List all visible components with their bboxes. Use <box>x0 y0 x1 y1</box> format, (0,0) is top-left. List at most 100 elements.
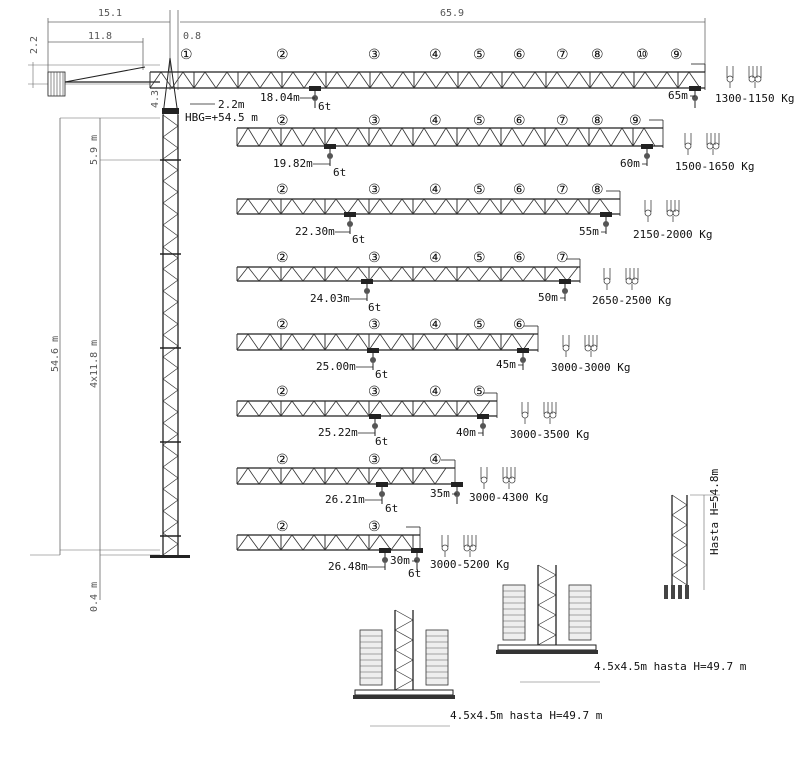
line <box>280 400 293 417</box>
line <box>671 504 688 516</box>
line <box>162 136 179 149</box>
line <box>162 125 179 138</box>
line <box>291 127 304 147</box>
line <box>162 488 179 501</box>
trolley-radius-label: 25.00m <box>316 360 356 373</box>
hook-icons-4 <box>603 268 639 290</box>
line <box>162 290 179 303</box>
jib-length-label: 65.9 <box>440 8 464 19</box>
line <box>204 71 217 89</box>
line <box>401 467 414 485</box>
hook-offset-label: 2.2m <box>218 98 245 111</box>
tip-load-label: 3000-3000 Kg <box>551 361 630 374</box>
line <box>671 554 688 566</box>
section-number: ⑦ <box>556 113 569 129</box>
line <box>412 198 425 215</box>
line <box>324 333 337 351</box>
line <box>335 400 348 417</box>
section-number: ② <box>276 47 289 63</box>
line <box>335 198 348 215</box>
line <box>632 127 645 147</box>
mast-sections-label: 4x11.8 m <box>89 340 100 388</box>
line <box>611 71 624 89</box>
line <box>534 71 547 89</box>
line <box>394 639 414 651</box>
line <box>162 334 179 347</box>
line <box>357 467 370 485</box>
line <box>346 467 359 485</box>
line <box>522 198 535 215</box>
line <box>324 198 337 215</box>
line <box>280 127 293 147</box>
line <box>537 614 557 626</box>
section-number: ⑤ <box>473 317 486 333</box>
line <box>162 455 179 468</box>
section-number: ⑨ <box>629 113 642 129</box>
line <box>545 71 558 89</box>
trolley-5 <box>367 348 379 370</box>
line <box>302 534 315 551</box>
section-number: ③ <box>368 250 381 266</box>
line <box>358 71 371 89</box>
jib-config-7 <box>236 467 455 485</box>
line <box>456 266 469 282</box>
line <box>236 534 249 551</box>
line <box>677 71 690 89</box>
line <box>193 71 206 89</box>
line <box>423 333 436 351</box>
line <box>357 534 370 551</box>
line <box>369 71 382 89</box>
hook-icons-6 <box>521 402 557 424</box>
line <box>236 127 249 147</box>
line <box>269 127 282 147</box>
line <box>478 198 491 215</box>
line <box>236 266 249 282</box>
line <box>291 333 304 351</box>
line <box>456 198 469 215</box>
line <box>434 400 447 417</box>
line <box>226 71 239 89</box>
line <box>302 198 315 215</box>
line <box>391 71 404 89</box>
line <box>479 71 492 89</box>
line <box>445 333 458 351</box>
line <box>500 127 513 147</box>
line <box>555 266 568 282</box>
line <box>533 198 546 215</box>
line <box>357 333 370 351</box>
line <box>162 510 179 523</box>
trolley-7 <box>376 482 388 504</box>
section-number: ⑥ <box>513 182 526 198</box>
hook-icons-8 <box>441 535 477 557</box>
tip-load-label: 2150-2000 Kg <box>633 228 712 241</box>
line <box>368 266 381 282</box>
section-number: ② <box>276 519 289 535</box>
line <box>412 333 425 351</box>
line <box>162 433 179 446</box>
line <box>368 333 381 351</box>
line <box>303 71 316 89</box>
line <box>236 467 249 485</box>
tip-trolley-7 <box>451 482 463 504</box>
line <box>162 411 179 424</box>
line <box>237 71 250 89</box>
section-number: ⑨ <box>670 47 683 63</box>
line <box>523 71 536 89</box>
trolley-load-label: 6t <box>385 502 398 515</box>
line <box>621 127 634 147</box>
line <box>162 466 179 479</box>
line <box>162 257 179 270</box>
line <box>478 400 491 417</box>
section-number: ③ <box>368 452 381 468</box>
line <box>522 333 535 351</box>
line <box>537 564 557 576</box>
trolley-radius-label: 19.82m <box>273 157 313 170</box>
head-height-label: 2.2 <box>29 36 40 54</box>
line <box>162 191 179 204</box>
line <box>269 266 282 282</box>
line <box>162 444 179 457</box>
line <box>162 378 179 391</box>
trolley-radius-label: 26.48m <box>328 560 368 573</box>
line <box>412 127 425 147</box>
section-number: ④ <box>429 452 442 468</box>
